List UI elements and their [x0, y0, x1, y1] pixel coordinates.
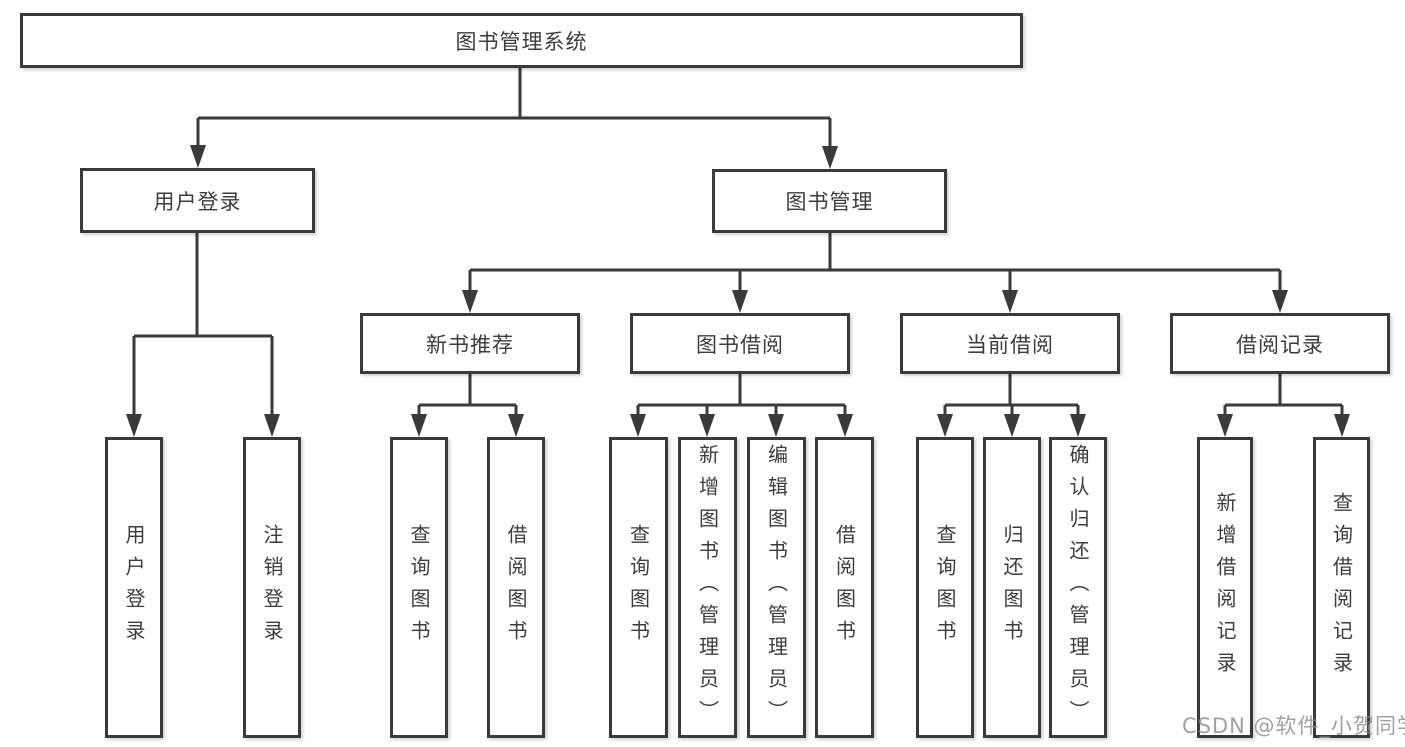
leaf-nbr-query-books: 查询图书	[390, 437, 448, 738]
arrowhead	[1272, 290, 1288, 313]
arrowhead	[732, 290, 748, 313]
leaf-bb-query-books: 查询图书	[609, 437, 668, 738]
node-new-book-recommend-label: 新书推荐	[426, 332, 514, 357]
leaf-cb-confirm-return-admin-label: 确认归还（管理员）	[1066, 443, 1090, 732]
arrowheads	[126, 145, 1350, 437]
node-user-login: 用户登录	[80, 168, 315, 233]
leaf-nbr-borrow-books: 借阅图书	[487, 437, 545, 738]
node-book-borrow: 图书借阅	[630, 313, 850, 374]
node-book-management: 图书管理	[712, 169, 947, 233]
arrowhead	[1070, 414, 1086, 437]
leaf-logout-label: 注销登录	[260, 523, 284, 652]
arrowhead	[190, 145, 206, 168]
leaf-cb-return-books-label: 归还图书	[1000, 523, 1024, 652]
leaf-cb-confirm-return-admin: 确认归还（管理员）	[1049, 437, 1107, 738]
arrowhead	[699, 414, 715, 437]
node-current-borrow-label: 当前借阅	[966, 332, 1054, 357]
node-user-login-label: 用户登录	[153, 189, 242, 214]
arrowhead	[1217, 414, 1233, 437]
leaf-nbr-borrow-books-label: 借阅图书	[504, 523, 528, 652]
arrowhead	[411, 414, 427, 437]
node-new-book-recommend: 新书推荐	[360, 313, 580, 374]
leaf-bb-add-books-admin-label: 新增图书（管理员）	[695, 443, 720, 732]
leaf-bb-edit-books-admin: 编辑图书（管理员）	[747, 437, 806, 738]
leaf-cb-query-books: 查询图书	[916, 437, 974, 738]
node-library-management-system: 图书管理系统	[20, 13, 1023, 68]
arrowhead	[768, 414, 784, 437]
leaf-bb-query-books-label: 查询图书	[626, 523, 651, 652]
arrowhead	[937, 414, 953, 437]
arrowhead	[837, 414, 853, 437]
leaf-nbr-query-books-label: 查询图书	[407, 523, 431, 652]
leaf-bb-add-books-admin: 新增图书（管理员）	[678, 437, 737, 738]
arrowhead	[508, 414, 524, 437]
arrowhead	[264, 414, 280, 437]
arrowhead	[1004, 414, 1020, 437]
arrowhead	[630, 414, 646, 437]
leaf-bb-borrow-books: 借阅图书	[815, 437, 874, 738]
node-borrow-records: 借阅记录	[1170, 313, 1390, 374]
leaf-br-add-record-label: 新增借阅记录	[1213, 491, 1237, 684]
node-book-borrow-label: 图书借阅	[696, 332, 784, 357]
node-library-management-system-label: 图书管理系统	[455, 29, 588, 54]
leaf-br-query-record: 查询借阅记录	[1313, 437, 1370, 738]
node-borrow-records-label: 借阅记录	[1236, 332, 1324, 357]
node-book-management-label: 图书管理	[785, 190, 874, 214]
leaf-br-query-record-label: 查询借阅记录	[1329, 491, 1354, 684]
leaf-user-login-label: 用户登录	[122, 523, 146, 652]
arrowhead	[1002, 290, 1018, 313]
leaf-user-login: 用户登录	[105, 437, 163, 738]
leaf-logout: 注销登录	[243, 437, 301, 738]
leaf-cb-query-books-label: 查询图书	[933, 523, 957, 652]
leaf-br-add-record: 新增借阅记录	[1197, 437, 1253, 738]
arrowhead	[462, 290, 478, 313]
leaf-bb-edit-books-admin-label: 编辑图书（管理员）	[764, 443, 789, 732]
leaf-cb-return-books: 归还图书	[983, 437, 1041, 738]
arrowhead	[126, 414, 142, 437]
arrowhead	[1334, 414, 1350, 437]
arrowhead	[822, 146, 838, 169]
watermark: CSDN @软件_小贺同学	[1182, 714, 1405, 738]
node-current-borrow: 当前借阅	[900, 313, 1120, 374]
leaf-bb-borrow-books-label: 借阅图书	[832, 523, 857, 652]
